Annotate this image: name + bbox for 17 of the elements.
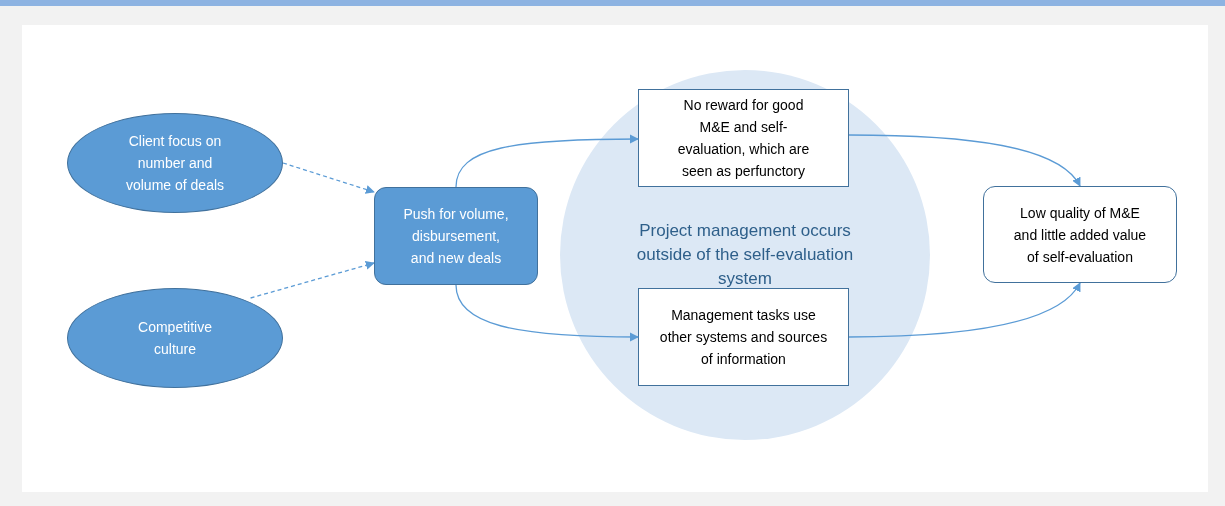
arrow <box>455 284 639 342</box>
arrow <box>848 282 1081 338</box>
node-text: Client focus on number and volume of deals <box>124 132 226 195</box>
node-text: Project management occurs outside of the self-evaluation system <box>635 220 855 290</box>
arrow <box>848 134 1081 187</box>
node-text: Low quality of M&E and little added value of self-evaluation <box>1012 203 1148 267</box>
factor-box <box>638 89 849 187</box>
outcome-box <box>983 186 1177 283</box>
node-text: Management tasks use other systems and sources of information <box>659 306 828 369</box>
factor-box <box>638 288 849 386</box>
arrow <box>455 134 639 188</box>
node-text: Push for volume, disbursement, and new deals <box>402 205 510 268</box>
node-text: No reward for good M&E and self-evaluation, which are seen as perfunctory <box>676 96 811 181</box>
arrow <box>249 260 375 299</box>
arrow <box>282 162 375 194</box>
process-box <box>374 187 538 285</box>
node-text: Competitive culture <box>137 318 213 359</box>
